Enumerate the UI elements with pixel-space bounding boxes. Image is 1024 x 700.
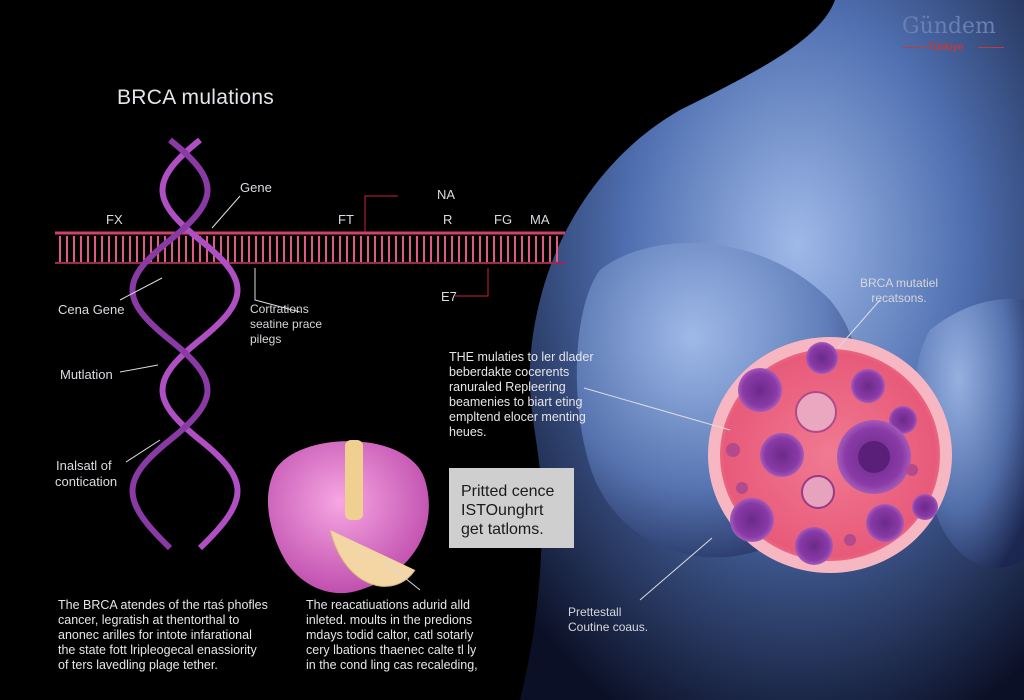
cell-label-top: BRCA mutatiel recatsons.: [860, 276, 939, 305]
label-inalsatl-2: contication: [55, 474, 118, 489]
label-inalsatl-1: Inalsatl of: [56, 458, 112, 473]
label-gene: Gene: [240, 180, 272, 195]
bottom-left-paragraph: The BRCA atendes of the rtaś phofles can…: [58, 598, 268, 672]
callout-text: Pritted cence ISTOunghrt get tatloms.: [461, 483, 555, 538]
brand-rule-left: [902, 47, 928, 48]
cell-label-bottom: Prettestall Coutine coaus.: [568, 605, 649, 634]
bottom-middle-paragraph: The reacatiuations adurid alld inleted. …: [306, 598, 478, 672]
label-r: R: [443, 212, 453, 227]
tissue-cross-section: [708, 337, 952, 573]
pointer-lines: [119, 195, 881, 601]
callout-box: Pritted cence ISTOunghrt get tatloms.: [449, 468, 574, 548]
label-na: NA: [437, 187, 456, 202]
label-ma: MA: [530, 212, 550, 227]
label-fx: FX: [106, 212, 123, 227]
label-e7: E7: [441, 289, 457, 304]
label-cena-gene: Cena Gene: [58, 302, 125, 317]
label-ft: FT: [338, 212, 354, 227]
label-fg: FG: [494, 212, 513, 227]
dna-helix: [129, 137, 241, 551]
brand-subtitle: Türkiye: [928, 42, 964, 53]
organ-illustration: [267, 440, 429, 594]
brand-rule-right: [978, 47, 1004, 48]
brand-logo: Gündem: [902, 14, 996, 39]
label-mutation: Mutlation: [60, 367, 113, 382]
label-contrains: Cortrations seatine prace pilegs: [250, 302, 323, 346]
middle-description: THE mulaties to ler dlader beberdakte co…: [449, 350, 594, 439]
dna-strand: [55, 231, 565, 264]
diagram-title: BRCA mulations: [117, 86, 275, 109]
